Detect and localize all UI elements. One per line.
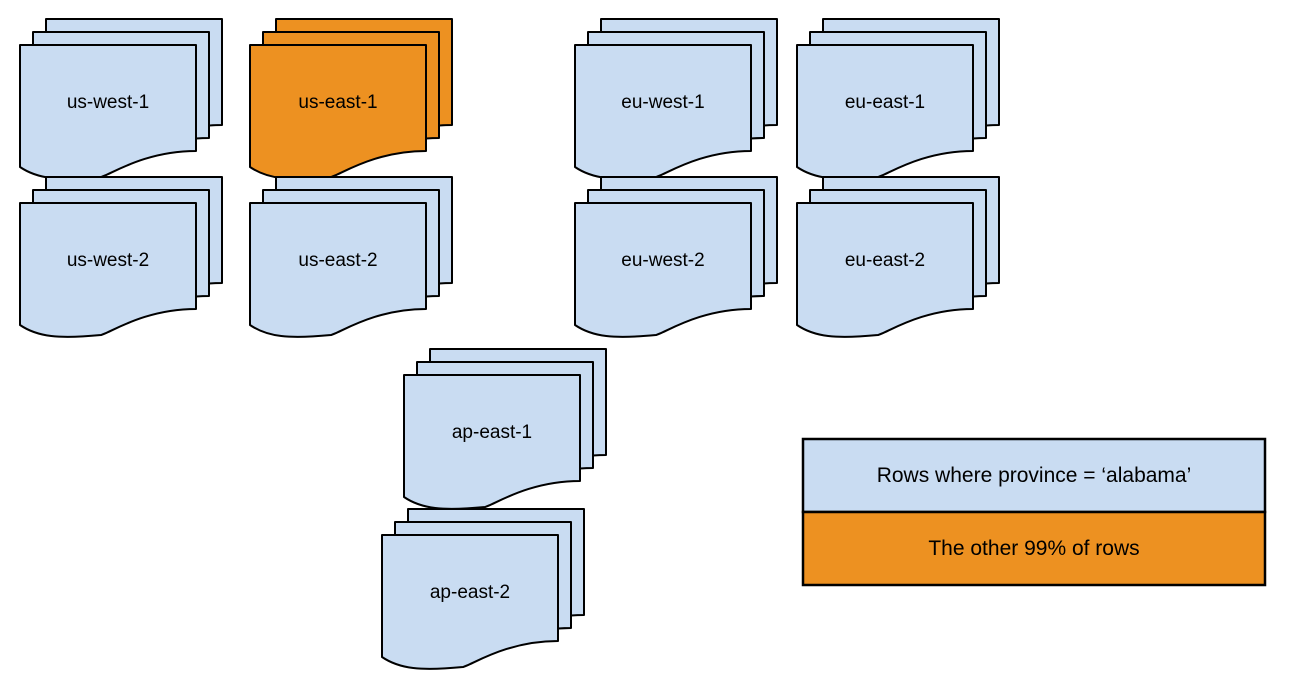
stack-label-us-west-1: us-west-1 — [67, 92, 149, 113]
stack-sheet-front — [19, 202, 197, 338]
stack-label-eu-east-2: eu-east-2 — [845, 250, 925, 271]
stack-sheet-front — [403, 374, 581, 510]
stack-label-us-east-1: us-east-1 — [298, 92, 377, 113]
stack-sheet-front — [796, 202, 974, 338]
document-stack-eu-west-1[interactable]: eu-west-1 — [574, 18, 778, 180]
stack-label-eu-west-2: eu-west-2 — [621, 250, 704, 271]
document-stack-ap-east-1[interactable]: ap-east-1 — [403, 348, 607, 510]
stack-sheet-front — [574, 202, 752, 338]
document-stack-us-west-2[interactable]: us-west-2 — [19, 176, 223, 338]
stack-label-us-west-2: us-west-2 — [67, 250, 149, 271]
document-stack-eu-east-2[interactable]: eu-east-2 — [796, 176, 1000, 338]
stack-sheet-front — [381, 534, 559, 670]
stack-label-ap-east-2: ap-east-2 — [430, 582, 510, 603]
document-stack-us-west-1[interactable]: us-west-1 — [19, 18, 223, 180]
document-stack-eu-west-2[interactable]: eu-west-2 — [574, 176, 778, 338]
document-stack-us-east-1[interactable]: us-east-1 — [249, 18, 453, 180]
legend-label-blue: Rows where province = ‘alabama’ — [877, 464, 1192, 487]
document-stack-eu-east-1[interactable]: eu-east-1 — [796, 18, 1000, 180]
legend-swatch-orange — [801, 510, 1267, 587]
stack-label-us-east-2: us-east-2 — [298, 250, 377, 271]
stack-label-eu-west-1: eu-west-1 — [621, 92, 704, 113]
legend-label-orange: The other 99% of rows — [928, 537, 1139, 560]
stack-label-ap-east-1: ap-east-1 — [452, 422, 532, 443]
legend: Rows where province = ‘alabama’ The other… — [801, 437, 1267, 587]
stack-sheet-front — [249, 202, 427, 338]
stack-label-eu-east-1: eu-east-1 — [845, 92, 925, 113]
document-stack-ap-east-2[interactable]: ap-east-2 — [381, 508, 585, 670]
document-stack-us-east-2[interactable]: us-east-2 — [249, 176, 453, 338]
